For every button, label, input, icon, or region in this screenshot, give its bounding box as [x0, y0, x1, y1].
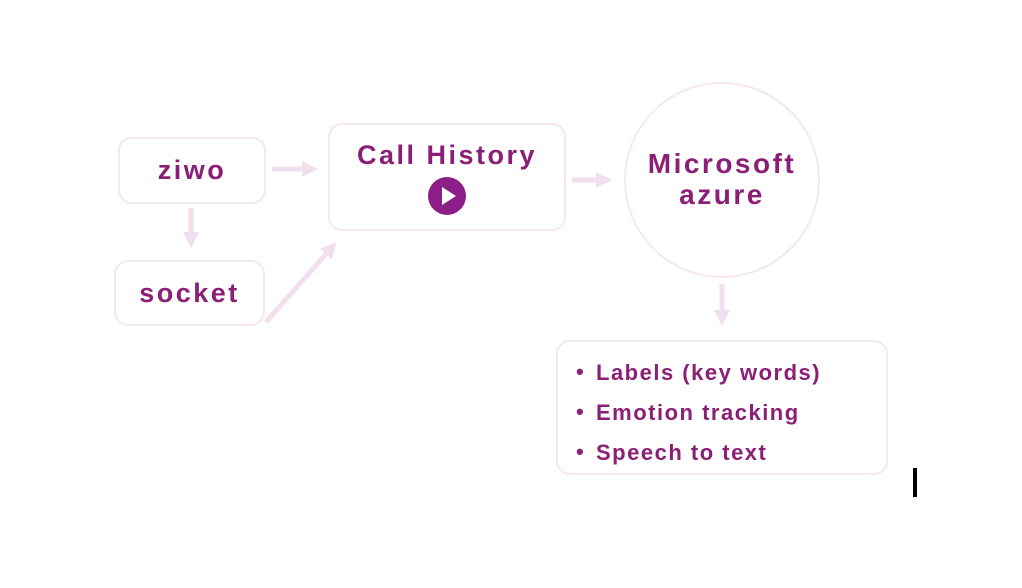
node-ziwo-label: ziwo — [157, 155, 227, 185]
node-socket-label: socket — [139, 277, 240, 308]
node-call-history: Call History — [328, 123, 566, 231]
node-outputs: Labels (key words) Emotion tracking Spee… — [556, 340, 888, 475]
node-socket: socket — [114, 260, 265, 326]
output-item-labels: Labels (key words) — [574, 359, 821, 386]
node-microsoft-azure: Microsoft azure — [624, 82, 820, 278]
output-item-emotion: Emotion tracking — [574, 399, 821, 426]
play-icon[interactable] — [428, 176, 466, 215]
node-azure-label-line1: Microsoft — [647, 148, 797, 180]
node-call-history-label: Call History — [356, 139, 538, 170]
text-cursor — [913, 468, 917, 497]
outputs-bullet-list: Labels (key words) Emotion tracking Spee… — [574, 359, 821, 466]
node-azure-label-line2: azure — [679, 179, 765, 210]
node-ziwo: ziwo — [118, 137, 266, 204]
output-item-speech: Speech to text — [574, 439, 821, 466]
play-triangle — [442, 186, 456, 205]
arrow-socket-to-callhistory — [264, 242, 337, 324]
